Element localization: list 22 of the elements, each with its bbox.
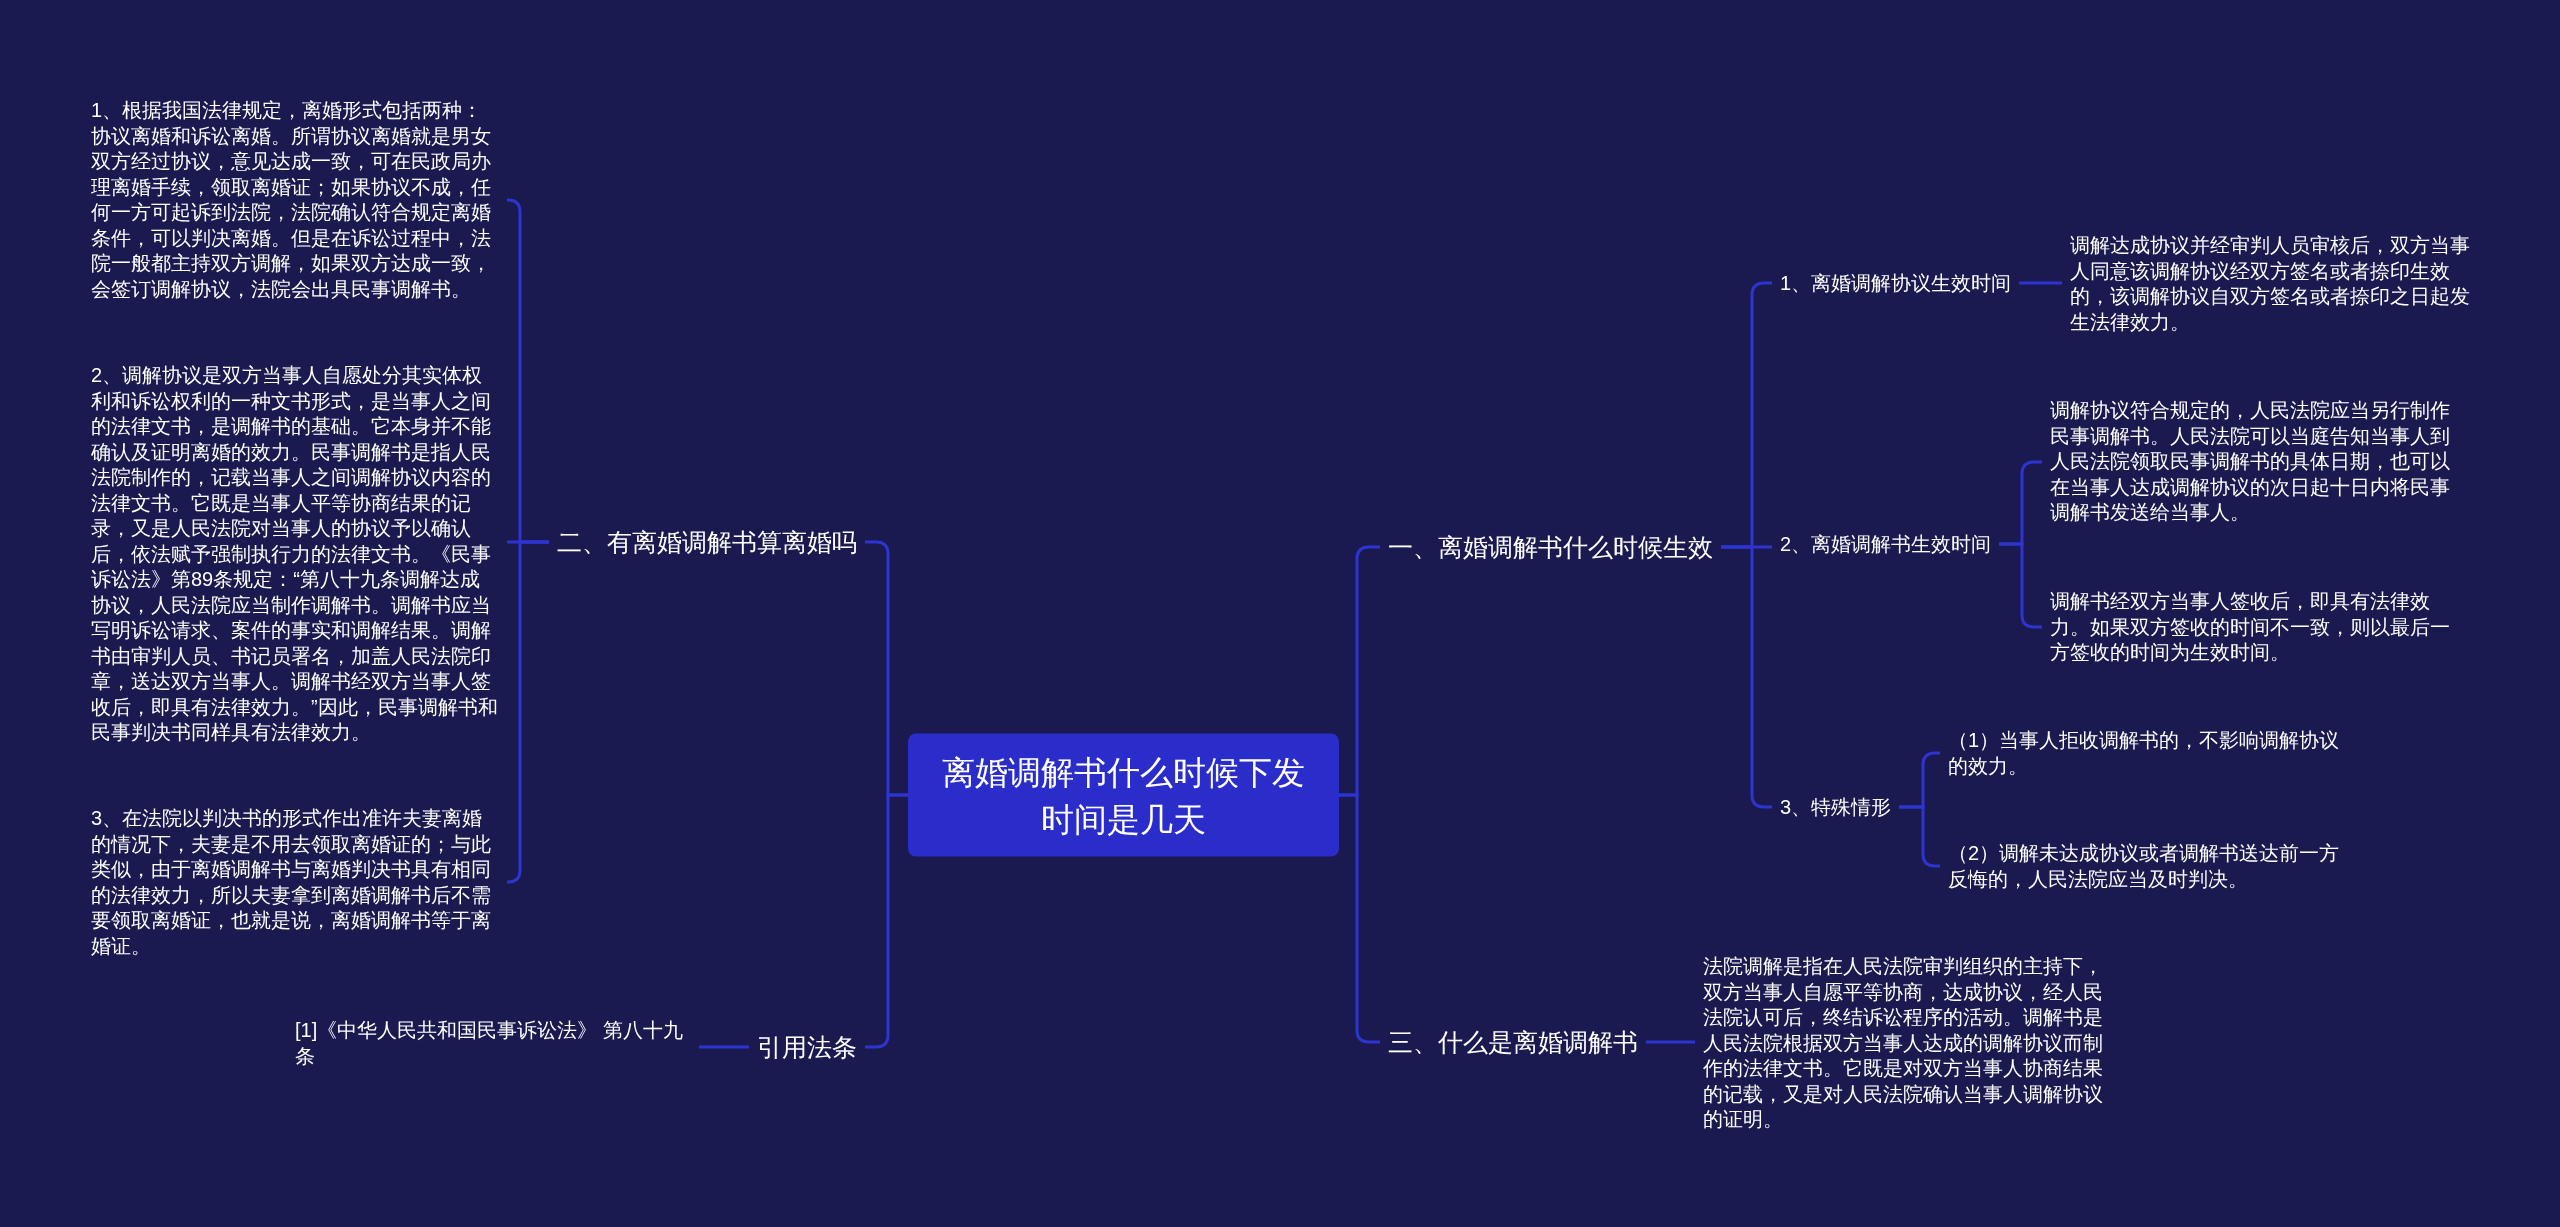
central-topic-box: 离婚调解书什么时候下发时间是几天 (908, 733, 1339, 857)
branch-label: 三、什么是离婚调解书 (1380, 1024, 1646, 1060)
note-paragraph: 3、在法院以判决书的形式作出准许夫妻离婚的情况下，夫妻是不用去领取离婚证的；与此类似，由于离婚调解书与离婚判决书具有相同的法律效力，所以夫妻拿到离婚调解书后不需要领取离婚证，也就是说，离婚调解书等于离婚证。 (83, 803, 507, 961)
note-paragraph: [1]《中华人民共和国民事诉讼法》 第八十九条 (287, 1015, 699, 1071)
connector-line (2019, 281, 2062, 285)
note-paragraph: 调解书经双方当事人签收后，即具有法律效力。如果双方签收的时间不一致，则以最后一方签收的时间为生效时间。 (2042, 586, 2466, 668)
note-paragraph: 2、调解协议是双方当事人自愿处分其实体权利和诉讼权利的一种文书形式，是当事人之间的法律文书，是调解书的基础。它本身并不能确认及证明离婚的效力。民事调解书是指人民法院制作的，记载当事人之间调解协议内容的法律文书。它既是当事人平等协商结果的记录，又是人民法院对当事人的协议予以确认后，依法赋予强制执行力的法律文书。《民事诉讼法》第89条规定：“第八十九条调解达成协议，人民法院应当制作调解书。调解书应当写明诉讼请求、案件的事实和调解结果。调解书由审判人员、书记员署名，加盖人民法院印章，送达双方当事人。调解书经双方当事人签收后，即具有法律效力。”因此，民事调解书和民事判决书同样具有法律效力。 (83, 360, 507, 748)
note-paragraph: （1）当事人拒收调解书的，不影响调解协议的效力。 (1940, 725, 2364, 781)
note-paragraph: （2）调解未达成协议或者调解书送达前一方反悔的，人民法院应当及时判决。 (1940, 838, 2364, 894)
connector-line (506, 540, 549, 884)
connector-line (699, 1045, 749, 1049)
sub-branch-label: 2、离婚调解书生效时间 (1772, 529, 2000, 559)
note-paragraph: 1、根据我国法律规定，离婚形式包括两种：协议离婚和诉讼离婚。所谓协议离婚就是男女双方经过协议，意见达成一致，可在民政局办理离婚手续，领取离婚证；如果协议不成，任何一方可起诉到法院，法院确认符合规定离婚条件，可以判决离婚。但是在诉讼过程中，法院一般都主持双方调解，如果双方达成一致，会签订调解协议，法院会出具民事调解书。 (83, 96, 507, 304)
branch-label: 一、离婚调解书什么时候生效 (1380, 529, 1721, 565)
branch-label: 二、有离婚调解书算离婚吗 (549, 524, 865, 560)
note-paragraph: 调解达成协议并经审判人员审核后，双方当事人同意该调解协议经双方签名或者捺印生效的，该调解协议自双方签名或者捺印之日起发生法律效力。 (2062, 231, 2486, 337)
note-paragraph: 调解协议符合规定的，人民法院应当另行制作民事调解书。人民法院可以当庭告知当事人到人民法院领取民事调解书的具体日期，也可以在当事人达成调解协议的次日起十日内将民事调解书发送给当事人。 (2042, 396, 2466, 528)
note-paragraph: 法院调解是指在人民法院审判组织的主持下，双方当事人自愿平等协商，达成协议，经人民法院认可后，终结诉讼程序的活动。调解书是人民法院根据双方当事人达成的调解协议而制作的法律文书。它既是对双方当事人协商结果的记载，又是对人民法院确认当事人调解协议的证明。 (1695, 951, 2119, 1135)
connector-line (1646, 1040, 1695, 1044)
branch-label: 引用法条 (749, 1029, 865, 1065)
sub-branch-label: 3、特殊情形 (1772, 792, 1900, 822)
sub-branch-label: 1、离婚调解协议生效时间 (1772, 268, 2020, 298)
